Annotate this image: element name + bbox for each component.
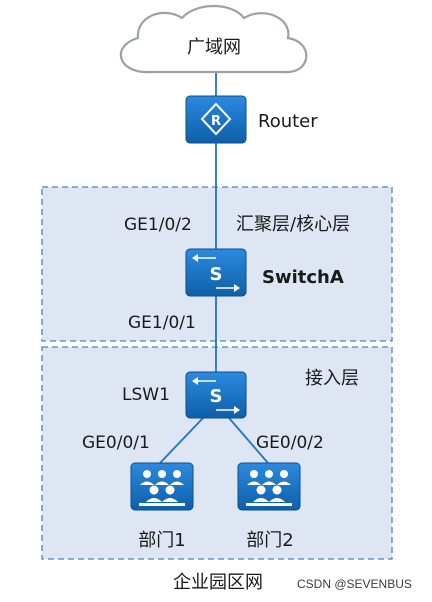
svg-text:S: S	[210, 264, 223, 285]
lsw1-dept1-link	[159, 417, 204, 464]
switch-icon: S	[185, 248, 247, 297]
lsw1-port-right-label: GE0/0/2	[256, 433, 324, 453]
watermark: CSDN @SEVENBUS	[297, 577, 412, 591]
dept1-label: 部门1	[138, 530, 185, 551]
router-icon: R	[185, 95, 247, 144]
wan-label: 广域网	[187, 37, 241, 58]
diagram-caption: 企业园区网	[173, 572, 263, 593]
svg-text:R: R	[211, 114, 221, 129]
switcha-downlink-port-label: GE1/0/1	[128, 313, 196, 333]
dept2-label: 部门2	[246, 530, 293, 551]
aggregation-zone-label: 汇聚层/核心层	[236, 214, 350, 235]
department-group-icon	[130, 462, 194, 511]
department-group-icon	[237, 462, 301, 511]
lsw1-dept2-link	[228, 417, 269, 464]
lsw1-label: LSW1	[122, 385, 170, 405]
router-label: Router	[258, 111, 318, 132]
links	[159, 70, 269, 464]
switch-icon: S	[185, 371, 247, 419]
access-zone-label: 接入层	[305, 368, 359, 389]
switcha-label: SwitchA	[262, 267, 344, 288]
lsw1-port-left-label: GE0/0/1	[82, 433, 150, 453]
svg-text:S: S	[210, 386, 223, 407]
switcha-uplink-port-label: GE1/0/2	[124, 215, 192, 235]
cloud-icon	[119, 5, 308, 74]
